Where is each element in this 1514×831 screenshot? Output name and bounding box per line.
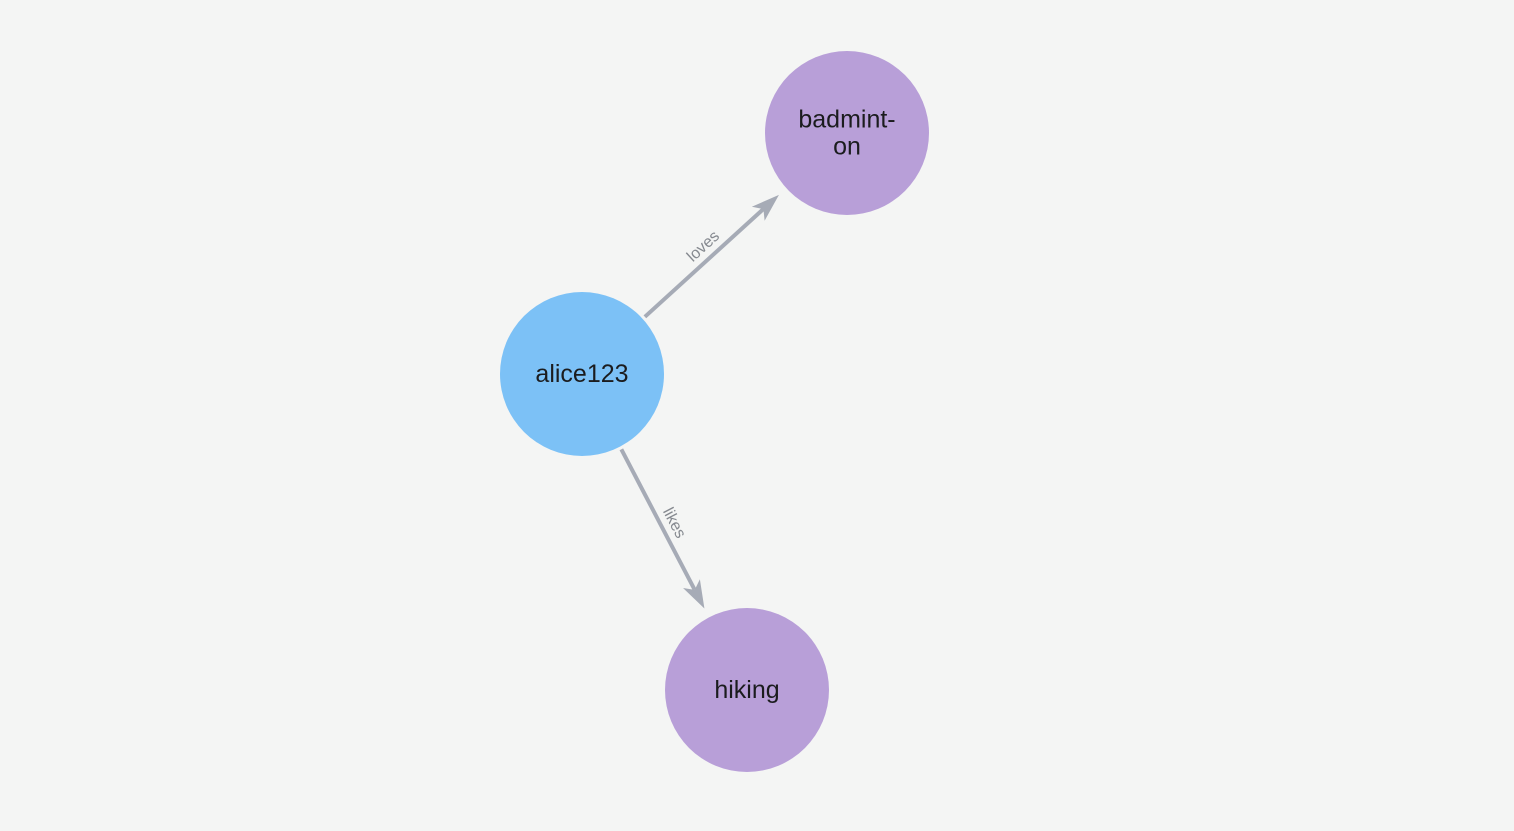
edge-line	[619, 448, 697, 591]
edge-likes[interactable]: likes	[619, 448, 705, 609]
node-circle[interactable]	[665, 608, 829, 772]
node-hiking[interactable]: hiking	[665, 608, 829, 772]
node-caption: badmint-on	[798, 106, 895, 161]
node-badminton[interactable]: badmint-on	[765, 51, 929, 215]
node-circle[interactable]	[765, 51, 929, 215]
node-caption: hiking	[714, 676, 779, 704]
edge-label: likes	[659, 505, 689, 541]
node-circle[interactable]	[500, 292, 664, 456]
node-caption: alice123	[535, 360, 628, 388]
edge-arrowhead-icon	[751, 194, 779, 221]
node-alice123[interactable]: alice123	[500, 292, 664, 456]
edge-label: loves	[684, 228, 723, 266]
edge-line	[643, 207, 765, 319]
edge-loves[interactable]: loves	[643, 194, 779, 319]
edge-arrowhead-icon	[683, 579, 705, 609]
